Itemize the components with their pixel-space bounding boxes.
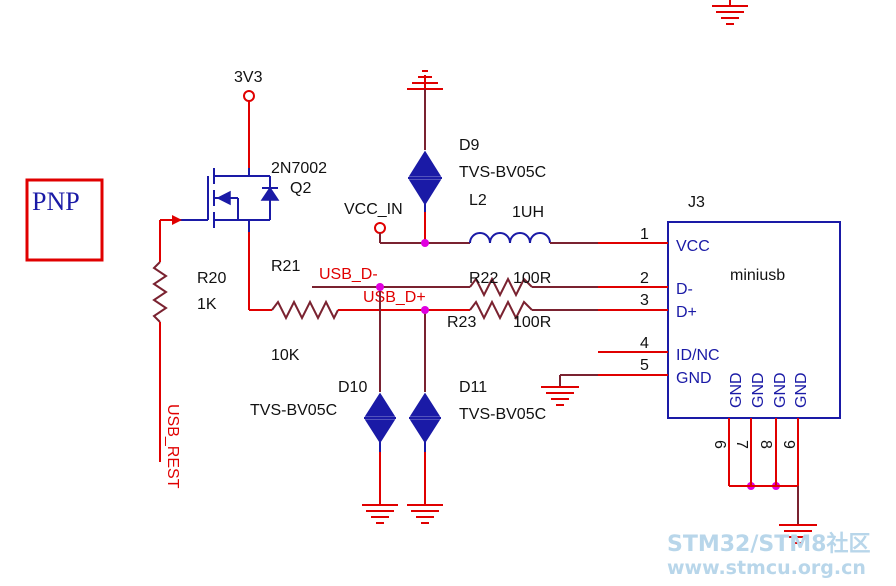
j3-pin-name: D- [676,281,693,298]
d10-tvs: D10 TVS-BV05C [250,287,398,524]
r22-value-label: 100R [513,270,551,287]
d9-ref-label: D9 [459,137,480,154]
q2-part-label: 2N7002 [271,160,327,177]
rail-3v3: 3V3 [234,69,263,168]
j3-bottom-pin-name: GND [728,372,745,408]
j3-pin-name: D+ [676,304,697,321]
j3-bottom-pin-number: 8 [757,440,774,449]
d10-part-label: TVS-BV05C [250,402,337,419]
j3-bottom-pin-number: 7 [733,440,750,449]
r23-ref-label: R23 [447,314,476,331]
usb-dm-line: USB_D- R22 100R [312,266,668,298]
r20-value-label: 1K [197,296,217,313]
d9-part-label: TVS-BV05C [459,164,546,181]
watermark-line2: www.stmcu.org.cn [667,557,866,579]
usb-dm-net-label: USB_D- [319,266,378,283]
j3-bottom-pin-number: 9 [780,440,797,449]
j3-ref-label: J3 [688,194,705,211]
j3-pin-name: GND [676,370,712,387]
junctions [376,239,780,490]
j3-pin-name: ID/NC [676,347,720,364]
usb-rest-net-label: USB_REST [164,404,181,489]
pnp-box: PNP [25,178,104,262]
watermark-line1: STM32/STM8社区 [667,531,870,557]
r21-value-label: 10K [271,347,300,364]
j3-bottom-pin-name: GND [793,372,810,408]
r22-ref-label: R22 [469,270,498,287]
d11-tvs: D11 TVS-BV05C [407,310,546,524]
l2-inductor: VCC_IN L2 1UH [344,192,668,244]
j3-pin-number: 2 [640,270,649,287]
watermark: STM32/STM8社区 www.stmcu.org.cn [667,531,870,579]
usb-dp-net-label: USB_D+ [363,289,426,306]
ground-symbol-top-right [712,0,748,25]
rail-3v3-label: 3V3 [234,69,263,86]
r20-ref-label: R20 [197,270,226,287]
r23-value-label: 100R [513,314,551,331]
j3-pin-number: 4 [640,335,649,352]
j3-connector: J3 miniusb 1 2 3 4 5 VCC D- D+ ID/NC GND… [598,194,841,487]
j3-bottom-pin-number: 6 [711,440,728,449]
l2-ref-label: L2 [469,192,487,209]
ground-symbol-pin5 [541,374,598,406]
d10-ref-label: D10 [338,379,367,396]
r21-resistor: R21 10K [248,232,470,364]
q2-ref-label: Q2 [290,180,311,197]
usb-dp-line: USB_D+ R23 100R [363,289,668,331]
pnp-label: PNP [32,187,80,216]
j3-bottom-pin-name: GND [750,372,767,408]
r21-ref-label: R21 [271,258,300,275]
j3-pin-name: VCC [676,238,710,255]
j3-pin-number: 5 [640,357,649,374]
d11-ref-label: D11 [459,379,487,396]
l2-value-label: 1UH [512,204,544,221]
j3-part-label: miniusb [730,267,785,284]
ground-symbol-shield [779,486,817,544]
r20-resistor: R20 1K [152,215,226,462]
q2-mosfet: 2N7002 Q2 [180,160,327,232]
j3-pin-number: 3 [640,292,649,309]
j3-bottom-pin-name: GND [772,372,789,408]
d11-part-label: TVS-BV05C [459,406,546,423]
j3-pin-number: 1 [640,226,649,243]
vcc-in-label: VCC_IN [344,201,403,218]
d9-tvs: D9 TVS-BV05C [407,70,546,243]
